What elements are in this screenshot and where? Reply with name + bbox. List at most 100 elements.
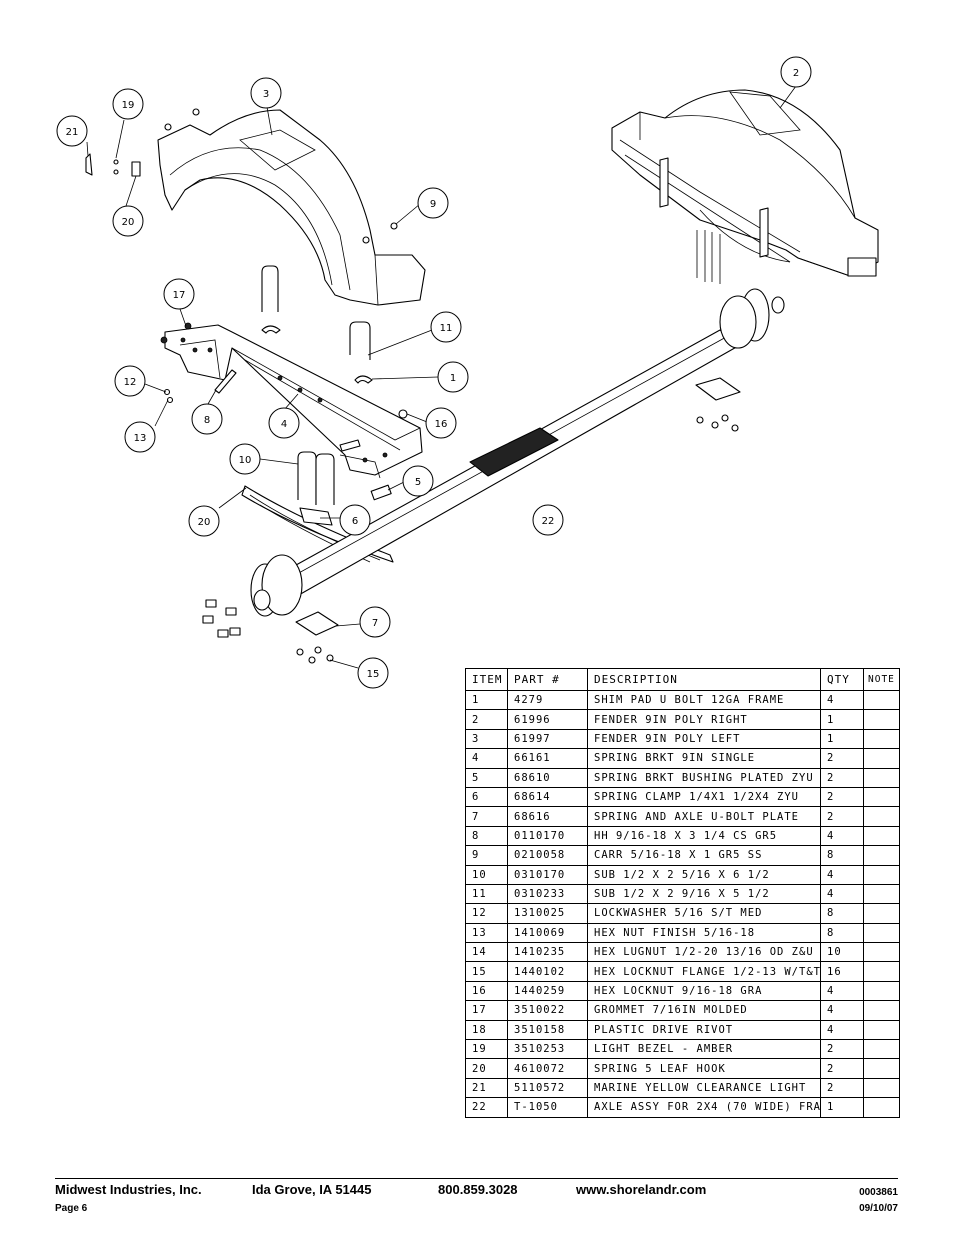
- cell-qty: 1: [820, 709, 864, 730]
- callout-11: 11: [430, 311, 462, 343]
- cell-part: 1410069: [507, 922, 588, 944]
- svg-text:3: 3: [263, 89, 269, 100]
- svg-text:2: 2: [793, 68, 799, 79]
- cell-part: 68614: [507, 786, 588, 808]
- header-part: PART #: [507, 668, 588, 691]
- footer-phone: 800.859.3028: [438, 1182, 518, 1197]
- cell-qty: 16: [820, 961, 864, 982]
- cell-part: 61997: [507, 728, 588, 750]
- cell-qty: 4: [820, 825, 864, 847]
- footer-website: www.shorelandr.com: [576, 1182, 707, 1197]
- cell-qty: 4: [820, 883, 864, 905]
- cell-item: 17: [465, 1000, 508, 1021]
- exploded-parts-diagram: 21 19 20 3 2 9 17 11 1 12 13 8 4 16 10 5…: [56, 56, 879, 689]
- cell-part: 3510253: [507, 1039, 588, 1060]
- cell-item: 8: [465, 825, 508, 847]
- callout-12: 12: [114, 365, 146, 397]
- cell-item: 21: [465, 1077, 508, 1099]
- footer-company: Midwest Industries, Inc.: [55, 1182, 202, 1197]
- spring-bracket-frame: [164, 324, 423, 479]
- leader-lines: [86, 85, 797, 669]
- cell-description: HEX LOCKNUT FLANGE 1/2-13 W/T&T: [587, 961, 821, 982]
- svg-text:7: 7: [372, 618, 378, 629]
- cell-note: [863, 942, 900, 963]
- cell-qty: 1: [820, 1097, 864, 1118]
- callout-2: 2: [780, 56, 812, 88]
- footer-doc-number: 0003861: [859, 1187, 898, 1198]
- cell-part: 3510022: [507, 1000, 588, 1021]
- callout-19: 20: [112, 205, 144, 237]
- svg-text:16: 16: [435, 419, 448, 430]
- cell-qty: 2: [820, 1077, 864, 1099]
- callout-3: 3: [250, 77, 282, 109]
- callout-18: 19: [112, 88, 144, 120]
- callout-22: 22: [532, 504, 564, 536]
- cell-note: [863, 883, 900, 905]
- cell-part: 3510158: [507, 1019, 588, 1041]
- cell-note: [863, 1000, 900, 1021]
- svg-text:1: 1: [450, 373, 456, 384]
- callout-20: 202220: [188, 505, 220, 537]
- cell-qty: 2: [820, 786, 864, 808]
- cell-item: 5: [465, 767, 508, 788]
- cell-qty: 2: [820, 748, 864, 769]
- cell-item: 15: [465, 961, 508, 982]
- cell-qty: 8: [820, 903, 864, 924]
- cell-qty: 2: [820, 1039, 864, 1060]
- cell-part: T-1050: [507, 1097, 588, 1118]
- cell-qty: 4: [820, 689, 864, 711]
- cell-part: 68610: [507, 767, 588, 788]
- cell-qty: 2: [820, 767, 864, 788]
- cell-part: 5110572: [507, 1077, 588, 1099]
- cell-note: [863, 728, 900, 750]
- fender-right: [611, 89, 879, 284]
- cell-description: CARR 5/16-18 X 1 GR5 SS: [587, 845, 821, 866]
- callout-5: 5: [402, 465, 434, 497]
- footer-divider: [55, 1178, 898, 1179]
- svg-text:21: 21: [66, 127, 79, 138]
- cell-item: 6: [465, 786, 508, 808]
- cell-part: 4610072: [507, 1058, 588, 1079]
- cell-qty: 4: [820, 1019, 864, 1041]
- callout-4: 4: [268, 407, 300, 439]
- header-qty: QTY: [820, 668, 864, 691]
- cell-part: 1410235: [507, 942, 588, 963]
- cell-part: 1310025: [507, 903, 588, 924]
- cell-description: SHIM PAD U BOLT 12GA FRAME: [587, 689, 821, 711]
- cell-description: SPRING AND AXLE U-BOLT PLATE: [587, 806, 821, 827]
- cell-part: 4279: [507, 689, 588, 711]
- cell-qty: 4: [820, 1000, 864, 1021]
- cell-note: [863, 786, 900, 808]
- callout-8: 8: [191, 403, 223, 435]
- cell-qty: 8: [820, 922, 864, 944]
- callout-17: 17: [163, 278, 195, 310]
- cell-note: [863, 961, 900, 982]
- cell-note: [863, 689, 900, 711]
- svg-text:5: 5: [415, 477, 421, 488]
- cell-qty: 1: [820, 728, 864, 750]
- cell-qty: 8: [820, 845, 864, 866]
- cell-item: 4: [465, 748, 508, 769]
- cell-part: 61996: [507, 709, 588, 730]
- cell-part: 68616: [507, 806, 588, 827]
- footer-date: 09/10/07: [859, 1203, 898, 1214]
- cell-part: 1440259: [507, 980, 588, 1002]
- cell-part: 66161: [507, 748, 588, 769]
- cell-note: [863, 922, 900, 944]
- callout-9: 9: [417, 187, 449, 219]
- callouts: 21 19 20 3 2 9 17 11 1 12 13 8 4 16 10 5…: [56, 56, 812, 689]
- cell-qty: 4: [820, 864, 864, 885]
